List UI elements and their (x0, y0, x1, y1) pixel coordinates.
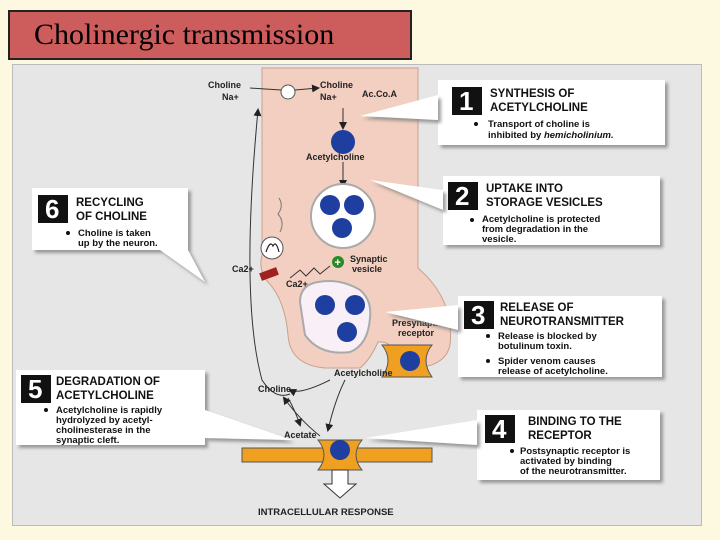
bound-acetylcholine (330, 440, 350, 460)
svg-text:ACETYLCHOLINE: ACETYLCHOLINE (490, 102, 588, 114)
label-ca-bottom: Ca2+ (286, 279, 308, 289)
svg-text:5: 5 (28, 374, 42, 404)
title-box: Cholinergic transmission (8, 10, 412, 60)
svg-text:Acetylcholine is protected: Acetylcholine is protected (482, 214, 600, 225)
label-acetyl-coa: Ac.Co.A (362, 89, 398, 99)
svg-text:up by the neuron.: up by the neuron. (78, 238, 158, 249)
label-choline-left: Choline (208, 80, 241, 90)
calcium-channel (259, 267, 279, 281)
step-box-2: 2 UPTAKE INTO STORAGE VESICLES Acetylcho… (370, 176, 660, 245)
label-presynaptic: Presynaptic (392, 318, 443, 328)
label-vesicle: vesicle (352, 264, 382, 274)
svg-text:Postsynaptic receptor is: Postsynaptic receptor is (520, 446, 630, 457)
label-intracellular: INTRACELLULAR RESPONSE (258, 507, 394, 518)
step-box-5: 5 DEGRADATION OF ACETYLCHOLINE Acetylcho… (16, 370, 292, 446)
storage-vesicle (310, 183, 376, 249)
svg-text:synaptic cleft.: synaptic cleft. (56, 435, 119, 446)
svg-text:OF CHOLINE: OF CHOLINE (76, 211, 147, 223)
page-title: Cholinergic transmission (34, 18, 335, 51)
svg-text:6: 6 (45, 194, 59, 224)
label-na-right: Na+ (320, 92, 337, 102)
svg-text:RECYCLING: RECYCLING (76, 197, 144, 209)
svg-text:from degradation in the: from degradation in the (482, 224, 588, 235)
svg-text:inhibited by hemicholinium.: inhibited by hemicholinium. (488, 130, 614, 141)
svg-text:NEUROTRANSMITTER: NEUROTRANSMITTER (500, 316, 625, 328)
svg-text:release of acetylcholine.: release of acetylcholine. (498, 366, 608, 377)
label-na-left: Na+ (222, 92, 239, 102)
svg-text:Acetylcholine is rapidly: Acetylcholine is rapidly (56, 405, 163, 416)
label-acetylcholine-cleft: Acetylcholine (334, 368, 393, 378)
svg-text:vesicle.: vesicle. (482, 234, 516, 245)
svg-text:+: + (335, 257, 341, 269)
label-choline-right: Choline (320, 80, 353, 90)
svg-text:botulinum toxin.: botulinum toxin. (498, 341, 572, 352)
svg-text:UPTAKE INTO: UPTAKE INTO (486, 183, 563, 195)
svg-text:BINDING TO THE: BINDING TO THE (528, 416, 622, 428)
svg-text:RECEPTOR: RECEPTOR (528, 430, 592, 442)
svg-text:RELEASE OF: RELEASE OF (500, 302, 573, 314)
svg-text:cholinesterase in the: cholinesterase in the (56, 425, 151, 436)
svg-text:ACETYLCHOLINE: ACETYLCHOLINE (56, 390, 154, 402)
spider-icon (260, 236, 284, 260)
svg-text:DEGRADATION OF: DEGRADATION OF (56, 376, 160, 388)
step-box-3: 3 RELEASE OF NEUROTRANSMITTER Release is… (385, 296, 662, 377)
releasing-vesicle (298, 280, 372, 354)
response-arrow-icon (322, 469, 358, 499)
label-choline-mid: Choline (258, 384, 291, 394)
acetylcholine-molecule (331, 130, 355, 154)
svg-text:STORAGE VESICLES: STORAGE VESICLES (486, 197, 603, 209)
label-acetylcholine-top: Acetylcholine (306, 152, 365, 162)
choline-transporter (280, 84, 296, 100)
step-box-1: 1 SYNTHESIS OF ACETYLCHOLINE Transport o… (360, 80, 665, 145)
step-box-6: 6 RECYCLING OF CHOLINE Choline is taken … (32, 188, 205, 282)
svg-text:2: 2 (455, 181, 469, 211)
cleft-acetylcholine (400, 351, 420, 371)
svg-text:3: 3 (471, 300, 485, 330)
step-box-4: 4 BINDING TO THE RECEPTOR Postsynaptic r… (365, 410, 660, 480)
svg-text:SYNTHESIS OF: SYNTHESIS OF (490, 88, 574, 100)
label-receptor: receptor (398, 328, 435, 338)
svg-text:activated by binding: activated by binding (520, 456, 612, 467)
label-synaptic: Synaptic (350, 254, 388, 264)
svg-text:hydrolyzed by acetyl-: hydrolyzed by acetyl- (56, 415, 153, 426)
svg-text:of the neurotransmitter.: of the neurotransmitter. (520, 466, 627, 477)
svg-text:Spider venom causes: Spider venom causes (498, 356, 596, 367)
svg-text:4: 4 (492, 414, 507, 444)
svg-text:Transport of choline is: Transport of choline is (488, 119, 590, 130)
plus-icon (332, 256, 344, 268)
svg-text:Release is blocked by: Release is blocked by (498, 331, 597, 342)
label-acetate: Acetate (284, 430, 317, 440)
label-ca-top: Ca2+ (232, 264, 254, 274)
svg-text:1: 1 (459, 86, 473, 116)
svg-text:Choline is taken: Choline is taken (78, 228, 151, 239)
